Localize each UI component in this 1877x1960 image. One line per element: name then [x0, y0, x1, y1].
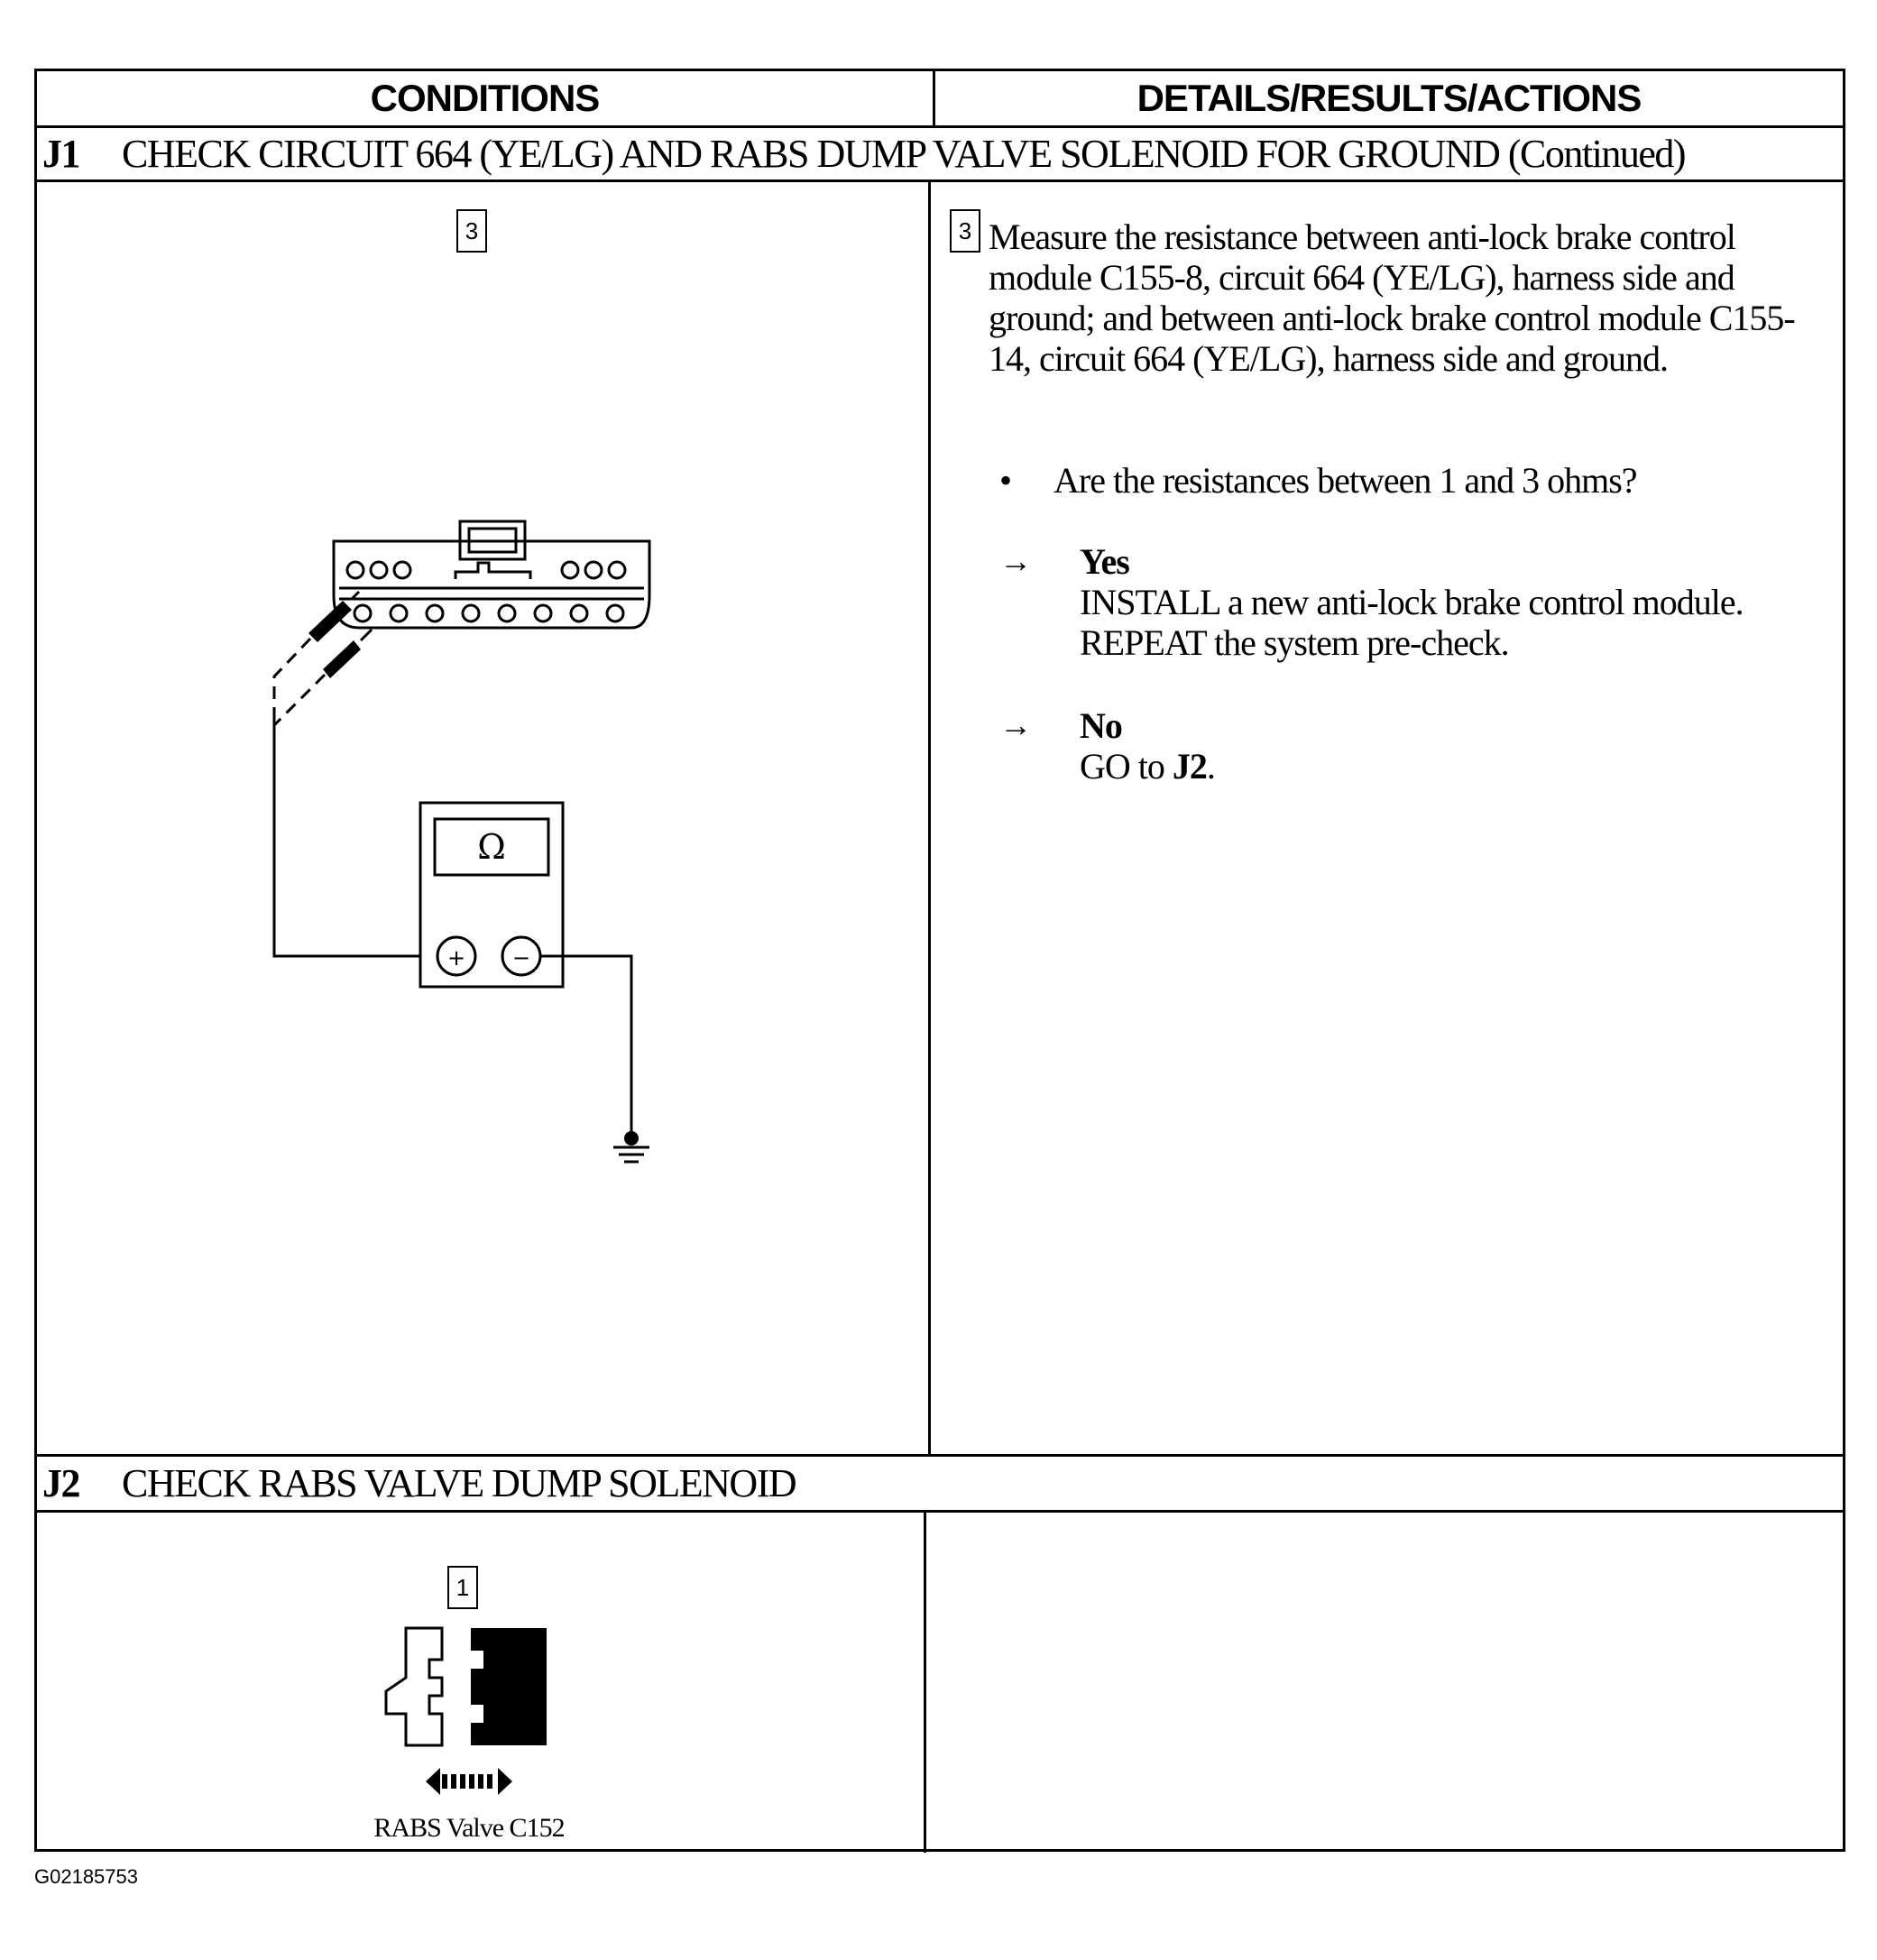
minus-icon: − [512, 945, 530, 971]
j1-title-rule [37, 179, 1843, 182]
j2-divider [924, 1510, 926, 1853]
j1-step-marker-left: 3 [456, 209, 487, 253]
j2-code: J2 [42, 1460, 81, 1505]
j1-title: CHECK CIRCUIT 664 (YE/LG) AND RABS DUMP … [122, 131, 1687, 176]
dashed-probe-leads [272, 637, 327, 727]
no-action: GO to J2. [1080, 746, 1216, 787]
negative-lead [540, 954, 633, 1136]
j2-top-rule [37, 1454, 1843, 1457]
j1-instruction-text: Measure the resistance between anti-lock… [989, 216, 1796, 379]
rabs-valve-caption: RABS Valve C152 [373, 1813, 565, 1843]
figure-id: G02185753 [34, 1865, 138, 1888]
conditions-header: CONDITIONS [370, 77, 601, 119]
j2-title: CHECK RABS VALVE DUMP SOLENOID [122, 1460, 797, 1505]
test-probes [308, 590, 373, 678]
positive-terminal [436, 935, 477, 977]
connector-half-solid [471, 1628, 547, 1745]
yes-label: Yes [1080, 541, 1130, 582]
plus-icon: + [447, 945, 465, 971]
arrow-right-icon: → [999, 707, 1032, 743]
j1-question: Are the resistances between 1 and 3 ohms… [1054, 460, 1638, 501]
positive-lead [272, 720, 424, 958]
ohmmeter: Ω + − [419, 801, 565, 989]
j1-instruction: Measure the resistance between anti-lock… [989, 216, 1800, 379]
j1-code: J1 [42, 131, 81, 176]
rabs-valve-connector-diagram [384, 1626, 547, 1795]
no-action-suffix: . [1206, 746, 1216, 787]
j2-title-rule [37, 1510, 1843, 1513]
j1-section-title: J1 CHECK CIRCUIT 664 (YE/LG) AND RABS DU… [42, 126, 1687, 180]
header-divider [933, 71, 935, 125]
procedure-table: CONDITIONS DETAILS/RESULTS/ACTIONS J1 CH… [34, 69, 1845, 1853]
ohm-symbol: Ω [477, 827, 506, 867]
connector-body [332, 539, 651, 630]
ohmmeter-connection-diagram: Ω + − [272, 520, 651, 1164]
goto-j2-link[interactable]: J2 [1172, 746, 1208, 787]
yes-action: INSTALL a new anti-lock brake control mo… [1080, 582, 1744, 663]
double-arrow-icon [426, 1768, 512, 1795]
no-action-prefix: GO to [1080, 746, 1173, 787]
j2-step-marker: 1 [447, 1566, 478, 1609]
connector-half-open [384, 1626, 444, 1747]
j1-yes-result: Yes INSTALL a new anti-lock brake contro… [1080, 541, 1801, 663]
details-header: DETAILS/RESULTS/ACTIONS [1136, 77, 1642, 119]
j1-divider [928, 179, 931, 1454]
arrow-right-icon: → [999, 543, 1032, 579]
j1-step-marker-right: 3 [950, 209, 980, 253]
j1-no-result: No GO to J2. [1080, 705, 1801, 787]
ground-icon [613, 1131, 649, 1164]
header-rule [37, 125, 1843, 128]
no-label: No [1080, 705, 1123, 746]
bullet-icon: • [999, 460, 1012, 501]
j2-section-title: J2 CHECK RABS VALVE DUMP SOLENOID [42, 1456, 797, 1510]
